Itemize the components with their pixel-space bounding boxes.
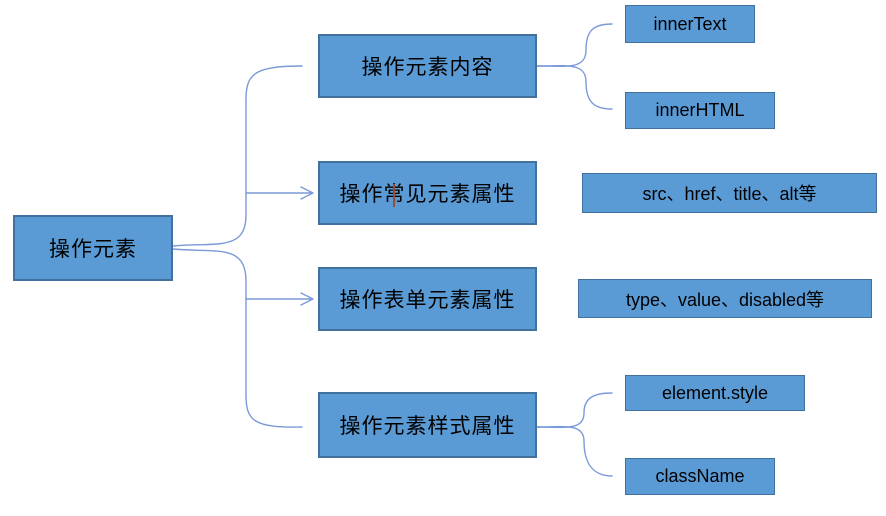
root-node-manipulate-element: 操作元素 <box>13 215 173 281</box>
connector-content-to-innertext <box>536 23 613 67</box>
connector-content-to-innerhtml <box>536 65 613 110</box>
leaf-node-form-attr-examples: type、value、disabled等 <box>578 279 872 318</box>
connector-root-to-branch-content <box>172 65 303 247</box>
branch-node-element-content: 操作元素内容 <box>318 34 537 98</box>
text-cursor <box>393 184 395 207</box>
arrow-to-branch-common-attrs <box>245 186 314 200</box>
branch-node-style-attributes: 操作元素样式属性 <box>318 392 537 458</box>
connector-style-to-elementstyle <box>536 392 613 429</box>
connector-style-to-classname <box>536 425 613 477</box>
leaf-node-common-attr-examples: src、href、title、alt等 <box>582 173 877 213</box>
leaf-node-element-style: element.style <box>625 375 805 411</box>
branch-node-common-attributes: 操作常见元素属性 <box>318 161 537 225</box>
arrow-to-branch-form-attrs <box>245 292 314 306</box>
leaf-node-innerhtml: innerHTML <box>625 92 775 129</box>
branch-node-form-attributes: 操作表单元素属性 <box>318 267 537 331</box>
connector-root-to-branch-style <box>172 248 303 428</box>
leaf-node-classname: className <box>625 458 775 495</box>
leaf-node-innertext: innerText <box>625 5 755 43</box>
